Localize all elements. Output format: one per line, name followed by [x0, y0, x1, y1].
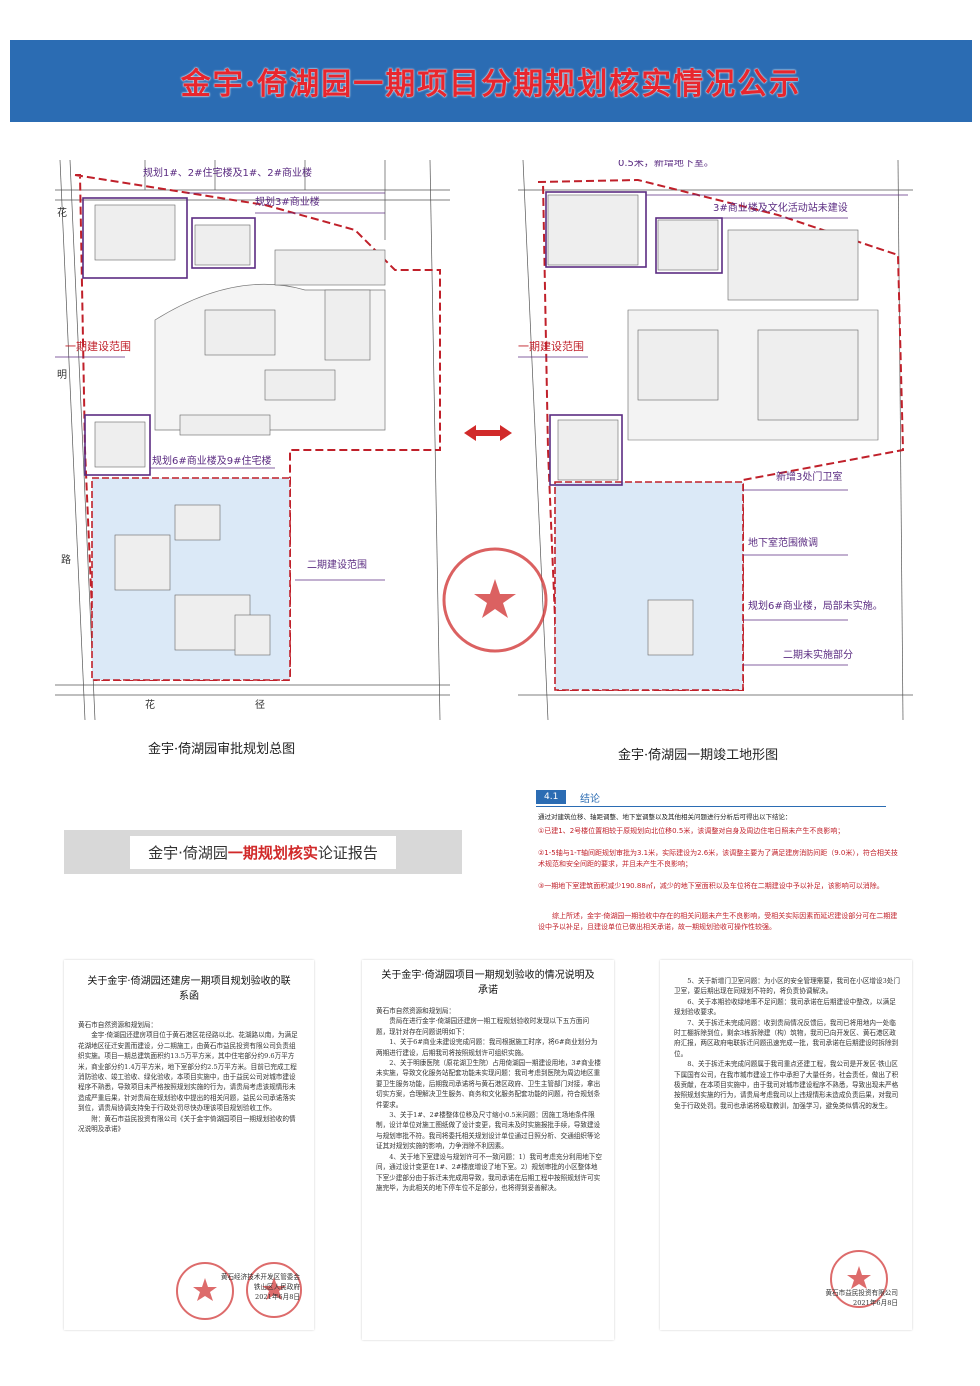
letter-recipient: 黄石市自然资源和规划局：	[78, 1021, 158, 1029]
as-built-drawing	[518, 160, 913, 720]
as-built-topographic-map: 1-2#住宅楼及商业楼整体向北偏移0.5米，建筑尺寸缩小0.5米，新增地下室。 …	[518, 160, 913, 720]
annotation-phase1-scope: 一期建设范围	[518, 340, 584, 353]
letter-signer: 黄石市益民投资有限公司	[825, 1289, 898, 1297]
official-seal-icon	[442, 547, 548, 653]
letter-recipient: 黄石市自然资源和规划局：	[376, 1007, 456, 1015]
letter-paragraph: 4、关于地下室建设与规划许可不一致问题：1）我司考虑充分利用地下空间，通过设计变…	[376, 1152, 602, 1192]
section-number: 4.1	[536, 790, 567, 804]
annotation-basement-adjusted: 地下室范围微调	[748, 538, 818, 549]
road-label: 路	[61, 555, 71, 566]
annotation-building-3-not-built: 3#商业楼及文化活动站未建设	[713, 203, 848, 214]
page-title: 金宇·倚湖园一期项目分期规划核实情况公示	[180, 67, 802, 102]
letter-paragraph: 3、关于1#、2#楼整体位移及尺寸缩小0.5米问题：因施工场地条件限制，设计单位…	[376, 1111, 601, 1151]
report-banner: 金宇·倚湖园一期规划核实论证报告	[64, 830, 462, 874]
letter-paragraph: 贵局在进行金宇·倚湖园还建房一期工程规划验收时发现以下五方面问题，现针对存在问题…	[376, 1017, 590, 1036]
letter-paragraph: 5、关于新增门卫室问题：为小区的安全管理需要，我司在小区增设3处门卫室，要后期出…	[674, 977, 900, 996]
header-banner: 金宇·倚湖园一期项目分期规划核实情况公示	[10, 40, 972, 122]
letter-signer: 铁山区人民政府	[253, 1283, 300, 1291]
seal-icon	[246, 1262, 302, 1318]
conclusion-intro: 通过对建筑位移、轴距调整、地下室调整以及其他相关问题进行分析后可得出以下结论：	[538, 813, 792, 821]
report-title-highlight: 一期规划核实	[227, 843, 318, 862]
letter-paragraph: 附：黄石市益民投资有限公司《关于金宇倚湖园项目一期规划验收的情况说明及承诺》	[78, 1114, 296, 1134]
letter-paragraph: 1、关于6#商业未建设完成问题：我司根据施工时序，将6#商业划分为两期进行建设，…	[376, 1038, 598, 1057]
conclusion-item: ①已建1、2号楼位置相较于原规划向北位移0.5米，该调整对自身及周边住宅日照未产…	[538, 827, 845, 835]
letter-explanation-page1: 关于金宇·倚湖园项目一期规划验收的情况说明及承诺 黄石市自然资源和规划局： 贵局…	[362, 960, 614, 1340]
annotation-plan-6-9-buildings: 规划6#商业楼及9#住宅楼	[152, 456, 272, 467]
letter-paragraph: 7、关于拆迁未完成问题：收到贵局情况反馈后，我司已将用地内一处临时工棚拆除到位，…	[674, 1018, 899, 1058]
road-label: 明	[57, 370, 67, 381]
annotation-phase2-scope: 二期建设范围	[307, 560, 367, 571]
section-title: 结论	[580, 794, 600, 805]
conclusion-excerpt: 4.1 结论 通过对建筑位移、轴距调整、地下室调整以及其他相关问题进行分析后可得…	[526, 786, 906, 954]
approved-master-plan-map: 规划1#、2#住宅楼及1#、2#商业楼 规划3#商业楼 一期建设范围 规划6#商…	[55, 160, 450, 720]
letter-signer: 黄石经济技术开发区管委会	[220, 1273, 300, 1281]
conclusion-summary: 综上所述，金宇·倚湖园一期验收中存在的相关问题未产生不良影响，受相关实际因素而延…	[538, 912, 898, 931]
road-label: 径	[255, 700, 265, 711]
seal-icon	[176, 1262, 234, 1320]
letter-explanation-page2: 5、关于新增门卫室问题：为小区的安全管理需要，我司在小区增设3处门卫室，要后期出…	[660, 960, 912, 1330]
approved-plan-drawing	[55, 160, 450, 720]
seal-icon	[830, 1250, 888, 1308]
annotation-phase2-unbuilt: 二期未实施部分	[783, 650, 853, 661]
road-label: 花	[57, 208, 67, 219]
letter-paragraph: 2、关于明康医院（原花湖卫生院）占用倚湖园一期建设用地，3#商业楼未实施，导致文…	[376, 1059, 601, 1109]
letter-paragraph: 金宇·倚湖园还建房项目位于黄石港区花径路以北、花湖路以南，为满足花湖地区征迁安置…	[78, 1031, 298, 1113]
letter-title: 关于金宇·倚湖园还建房一期项目规划验收的联系函	[87, 976, 291, 1002]
left-map-caption: 金宇·倚湖园审批规划总图	[148, 742, 296, 757]
road-label: 花	[145, 700, 155, 711]
conclusion-item: ②1-5轴与1-T轴间距规划审批为3.1米，实际建设为2.6米，该调整主要为了满…	[538, 849, 898, 868]
letter-title: 关于金宇·倚湖园项目一期规划验收的情况说明及承诺	[381, 970, 595, 996]
annotation-buildings-1-2-shift: 1-2#住宅楼及商业楼整体向北偏移0.5米，建筑尺寸缩小0.5米，新增地下室。	[618, 160, 714, 169]
double-arrow-icon	[464, 425, 512, 441]
annotation-new-guard-rooms: 新增3处门卫室	[776, 472, 843, 483]
annotation-plan-3-commercial: 规划3#商业楼	[255, 197, 320, 208]
report-title-prefix: 金宇·倚湖园	[148, 843, 228, 862]
right-map-caption: 金宇·倚湖园一期竣工地形图	[618, 748, 779, 763]
annotation-phase1-scope: 一期建设范围	[65, 340, 131, 353]
letter-contact: 关于金宇·倚湖园还建房一期项目规划验收的联系函 黄石市自然资源和规划局： 金宇·…	[64, 960, 314, 1330]
letter-paragraph: 6、关于本期验收绿地率不足问题：我司承诺在后期建设中整改，以满足规划验收要求。	[674, 997, 896, 1017]
annotation-plan-1-2-buildings: 规划1#、2#住宅楼及1#、2#商业楼	[143, 168, 312, 179]
conclusion-item: ③一期地下室建筑面积减少190.88㎡，减少的地下室面积以及车位将在二期建设中予…	[538, 882, 884, 890]
letter-date: 2021年6月8日	[853, 1299, 898, 1307]
letter-date: 2021年6月8日	[255, 1293, 300, 1301]
report-title-suffix: 论证报告	[317, 843, 378, 862]
annotation-building-6-partial: 规划6#商业楼，局部未实施。	[748, 601, 883, 612]
letter-paragraph: 8、关于拆迁未完成问题属于我司重点还建工程，我公司是开发区·铁山区下属国有公司，…	[674, 1060, 899, 1110]
